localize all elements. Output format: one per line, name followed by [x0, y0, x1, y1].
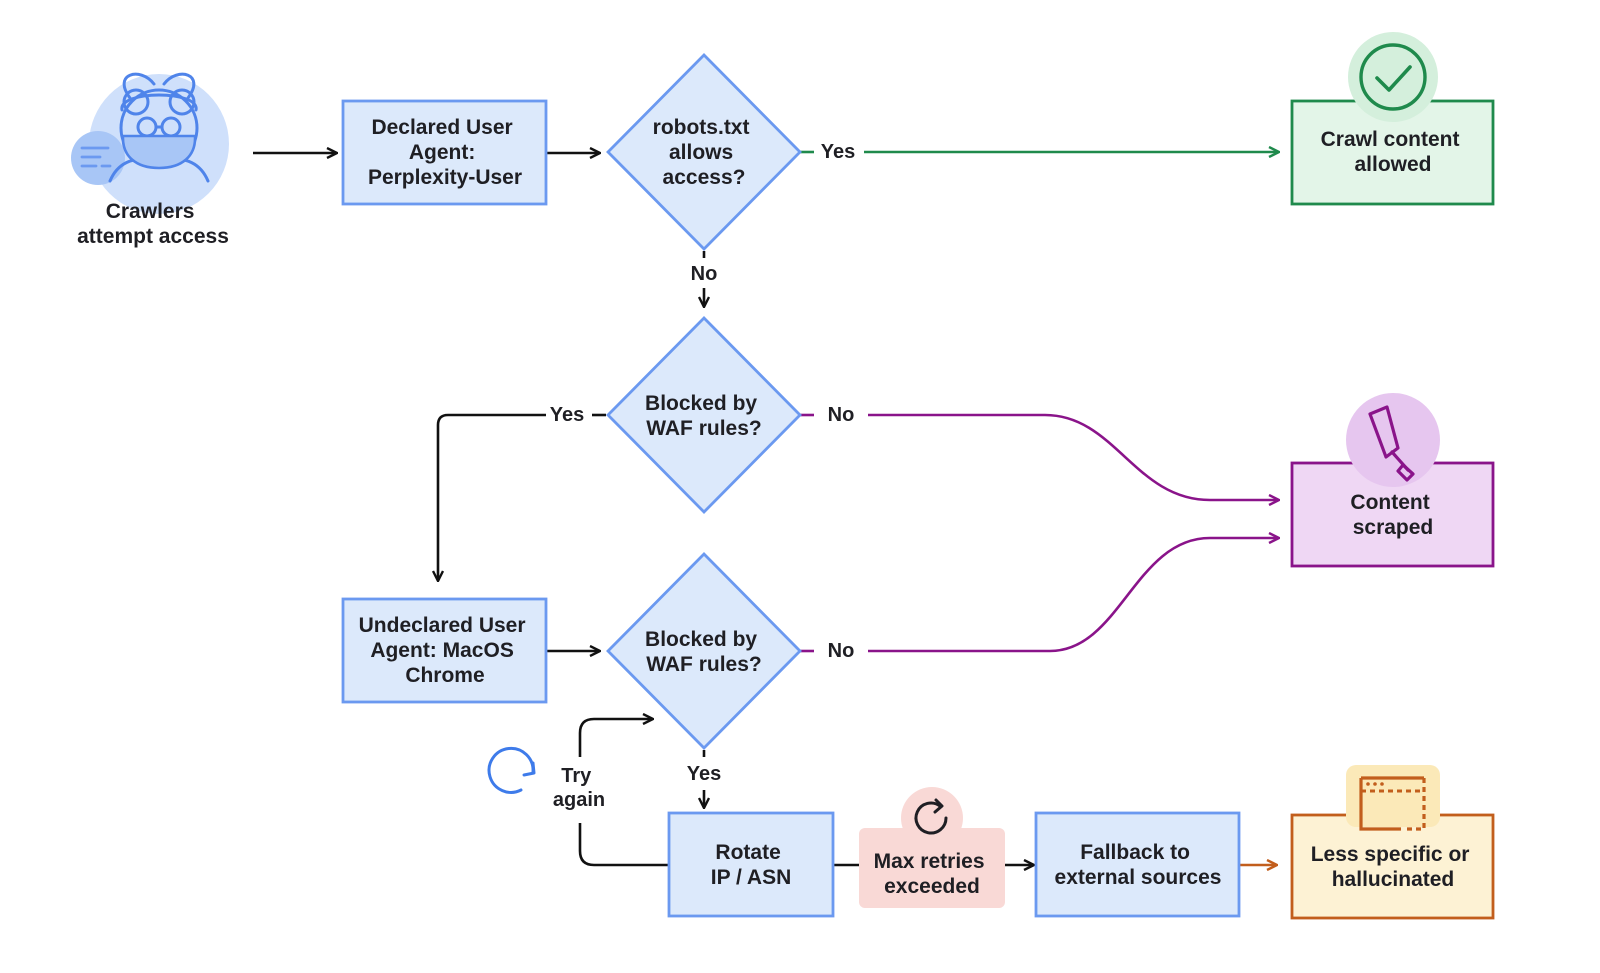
waf-decision-node-2: Blocked by WAF rules?	[606, 552, 802, 750]
declared-user-agent-node: Declared User Agent: Perplexity-User	[341, 99, 548, 206]
undeclared-user-agent-node: Undeclared User Agent: MacOS Chrome	[341, 597, 548, 704]
svg-text:Declared User Agent:: Declared User Agent: Perplexity-User	[368, 116, 522, 189]
edge-waf2-no-curve	[868, 538, 1279, 653]
waf2-no-label: No	[828, 640, 855, 662]
waf-decision-node-1: Blocked by WAF rules?	[606, 316, 802, 514]
waf2-yes-label: Yes	[687, 763, 721, 785]
svg-text:Blocked by WAF rules?: Blocked by WAF rules?	[645, 628, 763, 676]
svg-text:Blocked by WAF rules?: Blocked by WAF rules?	[645, 392, 763, 440]
waf1-no-label: No	[828, 404, 855, 426]
start-label: Crawlers attempt access	[77, 200, 229, 248]
max-retries-node: Max retries exceeded	[859, 787, 1005, 908]
edge-waf1-yes-path	[438, 413, 546, 581]
svg-text:Crawl content allowed: Crawl content allowed	[1321, 128, 1466, 176]
svg-text:Max retries exceeded: Max retries exceeded	[874, 850, 991, 898]
robots-no-label: No	[691, 263, 718, 285]
svg-text:Less specific or halluci: Less specific or hallucinated	[1311, 843, 1476, 891]
robots-decision-node: robots.txt allows access?	[606, 53, 802, 251]
svg-text:Content scraped: Content scraped	[1350, 491, 1435, 539]
checkmark-icon	[1348, 32, 1438, 122]
rotate-ip-node: Rotate IP / ASN	[667, 811, 835, 918]
waf1-yes-label: Yes	[550, 404, 584, 426]
browser-window-icon	[1346, 765, 1440, 831]
edge-waf1-no-curve	[868, 413, 1279, 500]
try-again-label: Try again	[553, 765, 605, 811]
edge-try-again-upper	[578, 719, 653, 757]
edge-try-again-lower	[578, 823, 669, 867]
robots-yes-label: Yes	[821, 141, 855, 163]
svg-text:Rotate IP / ASN: Rotate IP / ASN	[711, 841, 792, 889]
fallback-node: Fallback to external sources	[1034, 811, 1241, 918]
scraper-icon	[1346, 393, 1440, 487]
crawler-avatar-icon	[71, 72, 229, 214]
connectors	[253, 152, 1279, 865]
retry-icon	[914, 798, 948, 835]
svg-text:Fallback to external sou: Fallback to external sources	[1055, 841, 1222, 889]
svg-text:Undeclared User Agent: M: Undeclared User Agent: MacOS Chrome	[359, 614, 532, 687]
refresh-icon	[487, 746, 536, 794]
svg-text:robots.txt allows: robots.txt allows access?	[653, 116, 756, 189]
